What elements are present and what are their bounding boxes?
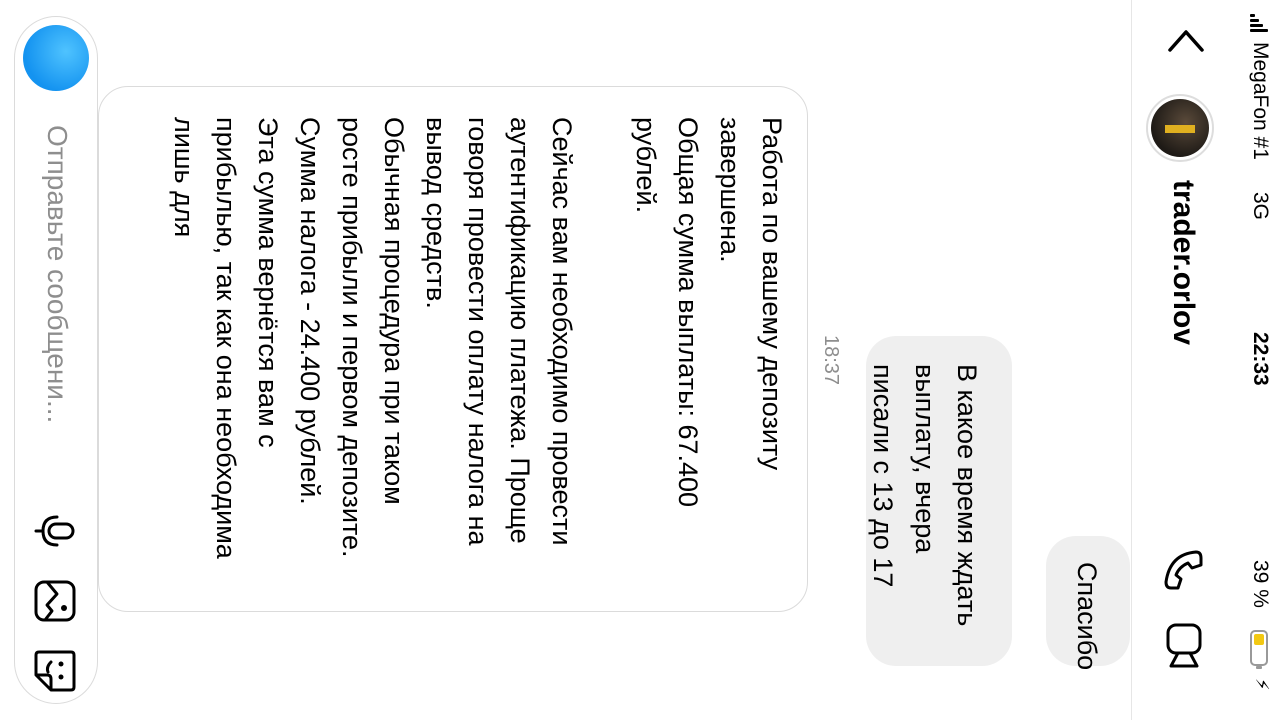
message-input[interactable]: Отправьте сообщени... bbox=[42, 125, 73, 424]
chat-username[interactable]: trader.orlov bbox=[1167, 180, 1200, 346]
charging-icon: ⚡ bbox=[1252, 678, 1272, 691]
battery-percent: 39 % bbox=[1249, 560, 1272, 608]
chat-header: trader.orlov bbox=[1131, 0, 1236, 720]
battery-icon bbox=[1250, 630, 1268, 666]
microphone-icon[interactable] bbox=[31, 507, 79, 555]
sticker-icon[interactable] bbox=[31, 647, 79, 695]
message-paragraph: Работа по вашему депозиту завершена. Общ… bbox=[631, 117, 787, 508]
signal-icon bbox=[1250, 14, 1268, 36]
carrier-name: MegaFon #1 bbox=[1249, 42, 1272, 160]
avatar[interactable] bbox=[1146, 94, 1214, 162]
message-outgoing[interactable]: В какое время ждать выплату, вчера писал… bbox=[866, 336, 1012, 666]
message-composer: Отправьте сообщени... bbox=[14, 16, 98, 704]
clock: 22:33 bbox=[1249, 332, 1272, 386]
camera-icon[interactable] bbox=[23, 25, 89, 91]
message-outgoing[interactable]: Спасибо bbox=[1046, 536, 1130, 670]
gallery-icon[interactable] bbox=[31, 577, 79, 625]
video-camera-icon[interactable] bbox=[1162, 622, 1206, 670]
network-type: 3G bbox=[1249, 192, 1272, 221]
chevron-left-icon[interactable] bbox=[1164, 20, 1208, 64]
message-timestamp: 18:37 bbox=[820, 334, 842, 386]
message-paragraph: Сейчас вам необходимо провести аутентифи… bbox=[169, 117, 577, 559]
status-bar: MegaFon #1 3G 22:33 39 % ⚡ bbox=[1236, 0, 1280, 720]
phone-icon[interactable] bbox=[1162, 548, 1206, 592]
message-incoming[interactable]: Работа по вашему депозиту завершена. Общ… bbox=[98, 86, 808, 612]
